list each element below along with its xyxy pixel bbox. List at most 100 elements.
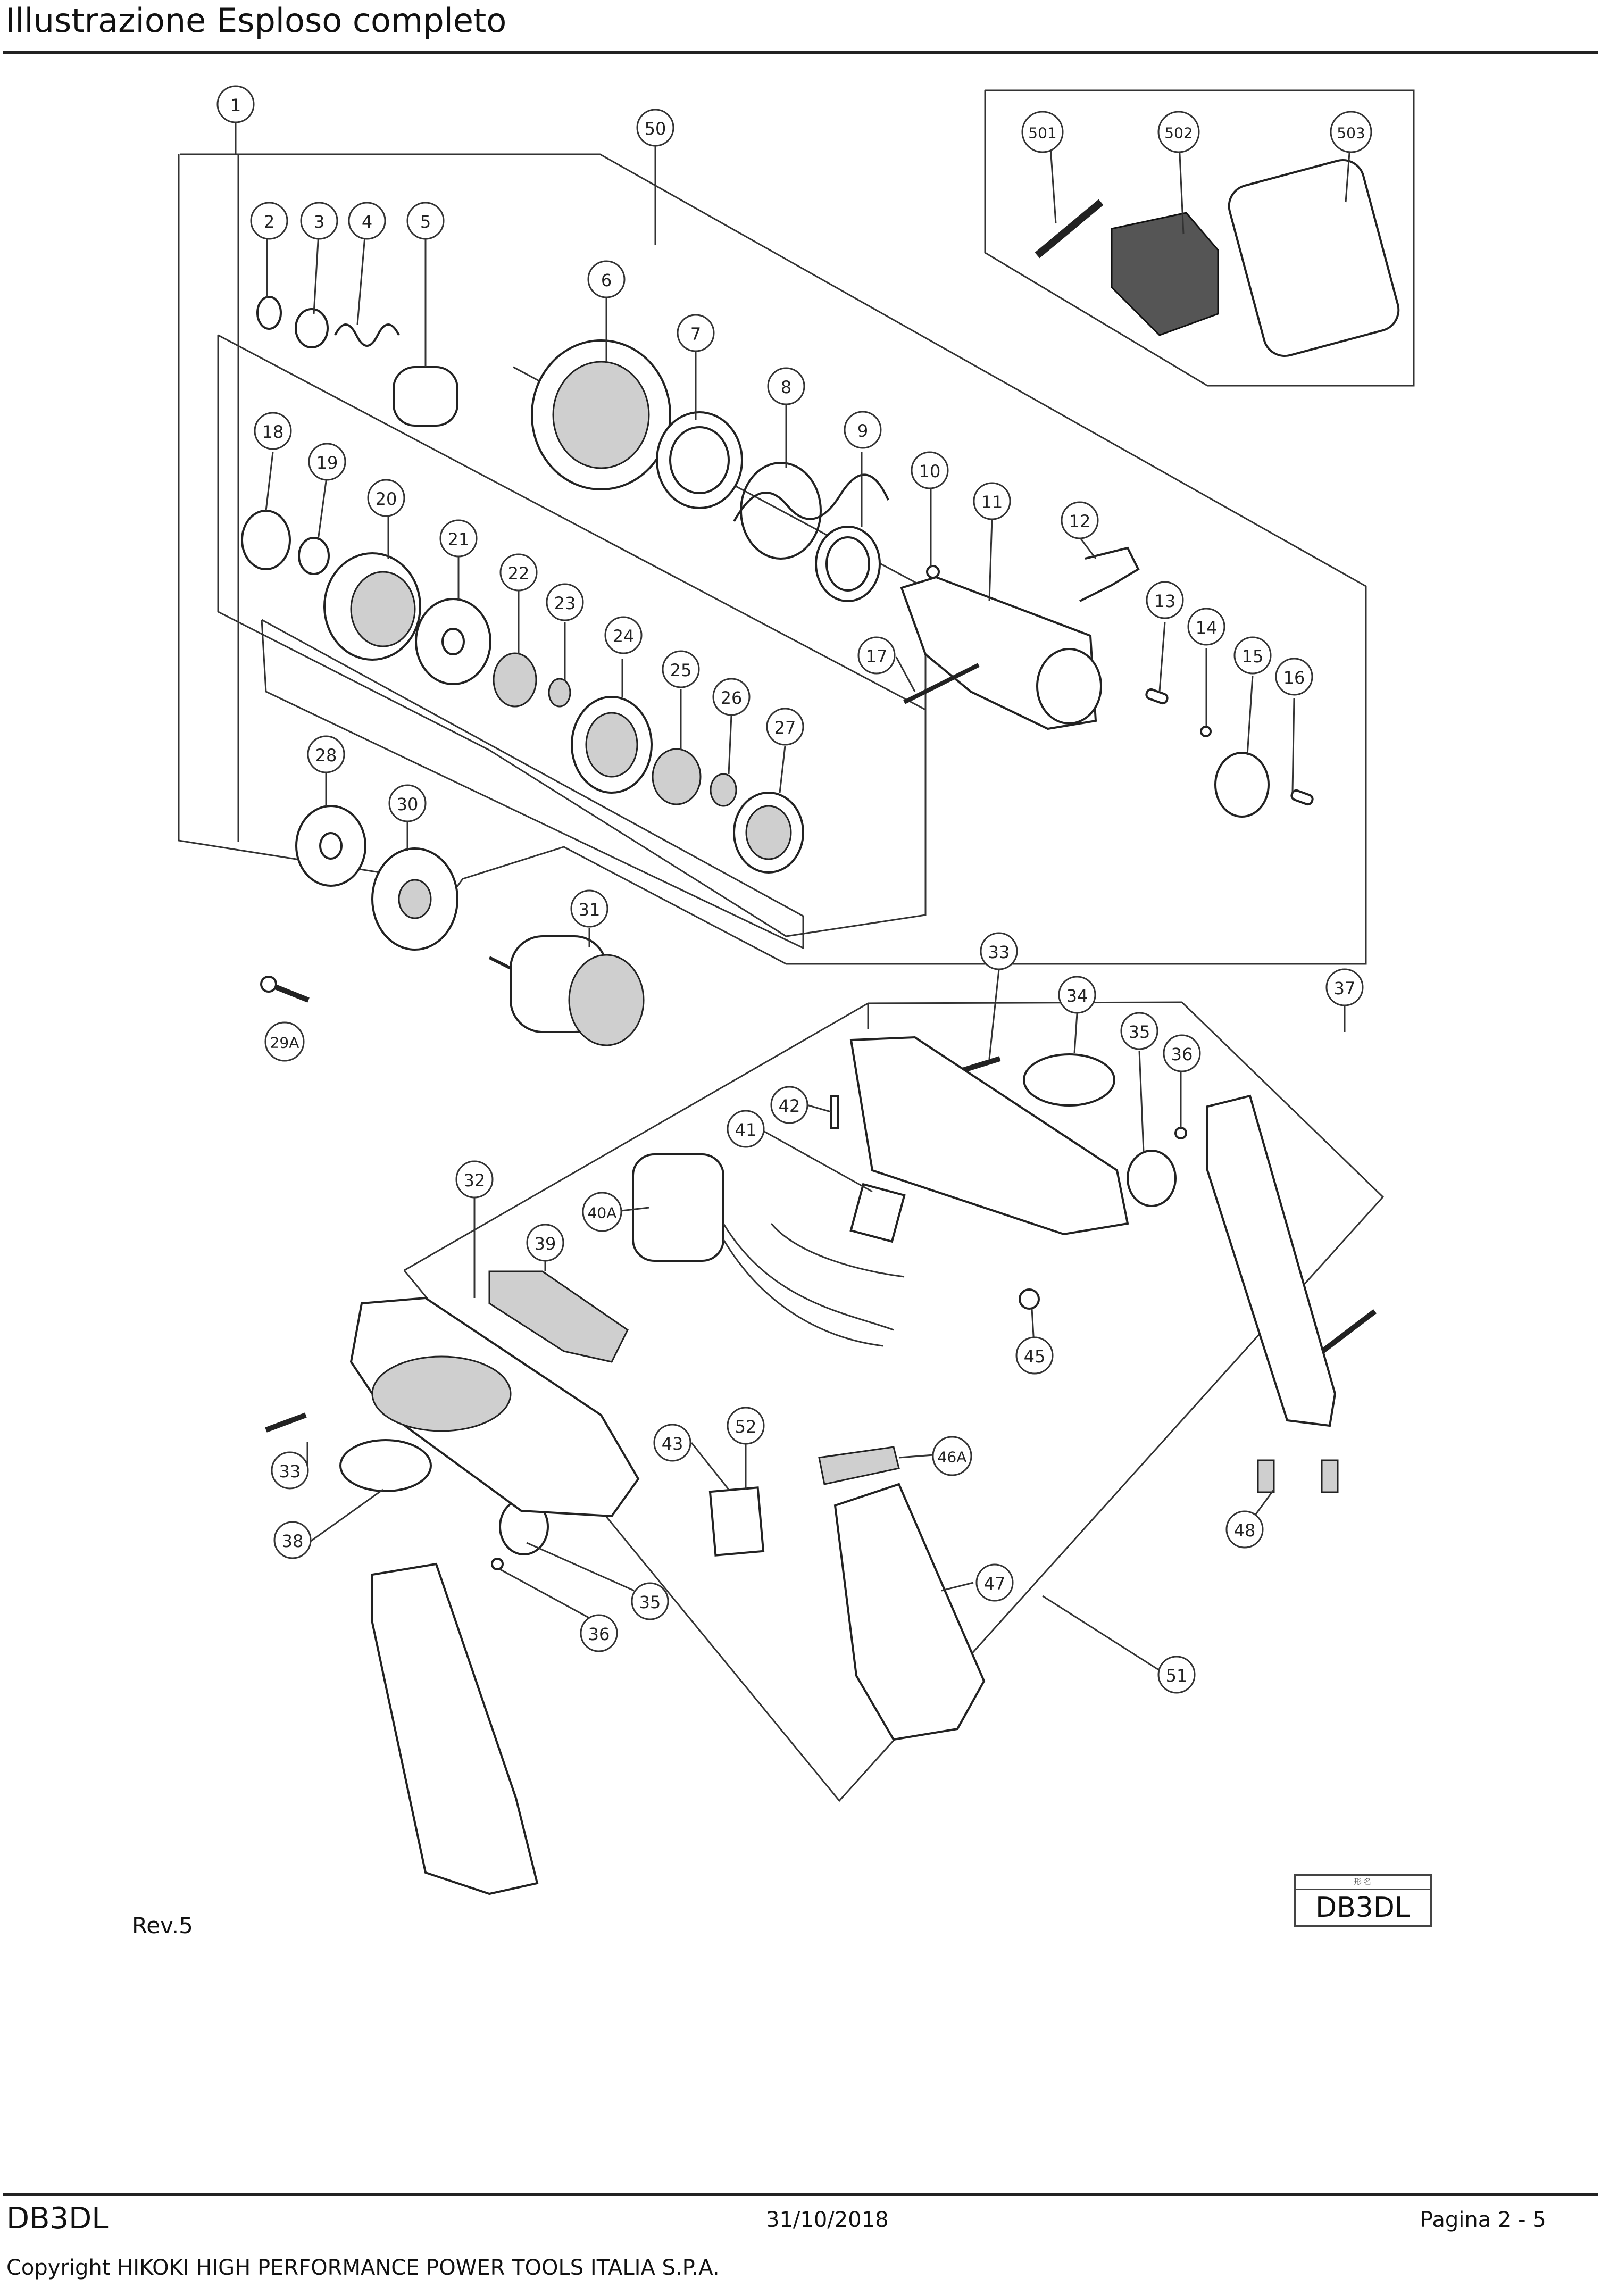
callout-3[interactable]: 3 [300,202,338,240]
svg-text:39: 39 [535,1234,556,1254]
svg-text:10: 10 [919,461,941,481]
svg-text:9: 9 [857,421,868,441]
callout-42[interactable]: 42 [770,1086,808,1124]
callout-19[interactable]: 19 [308,443,346,481]
svg-text:8: 8 [781,377,791,397]
callout-27[interactable]: 27 [766,708,804,746]
svg-text:43: 43 [662,1434,683,1454]
callout-32[interactable]: 32 [455,1160,494,1199]
callout-1[interactable]: 1 [216,85,255,123]
callout-6[interactable]: 6 [587,260,626,298]
svg-text:41: 41 [735,1120,757,1140]
callout-36-upper[interactable]: 36 [1163,1034,1201,1072]
svg-text:35: 35 [1129,1022,1150,1042]
svg-text:47: 47 [984,1574,1006,1594]
svg-text:1: 1 [230,95,241,115]
callout-7[interactable]: 7 [677,314,715,352]
callout-9[interactable]: 9 [844,411,882,449]
svg-text:35: 35 [639,1592,661,1612]
svg-text:501: 501 [1028,124,1056,142]
callout-503[interactable]: 503 [1330,111,1372,153]
leader-lines [235,122,1352,1671]
svg-text:19: 19 [316,453,338,473]
callout-28[interactable]: 28 [307,735,345,773]
callout-15[interactable]: 15 [1233,636,1272,675]
callout-26[interactable]: 26 [712,678,751,716]
callout-45[interactable]: 45 [1015,1336,1054,1375]
callout-39[interactable]: 39 [526,1224,564,1262]
callout-23[interactable]: 23 [546,583,584,621]
svg-text:18: 18 [262,422,284,442]
callout-38[interactable]: 38 [273,1521,312,1559]
svg-text:51: 51 [1166,1666,1188,1686]
callout-29A[interactable]: 29A [264,1021,305,1062]
callout-31[interactable]: 31 [570,889,608,928]
callout-8[interactable]: 8 [767,367,805,405]
svg-text:4: 4 [362,212,372,232]
svg-text:31: 31 [579,900,601,920]
callout-2[interactable]: 2 [250,202,288,240]
callout-47[interactable]: 47 [975,1563,1014,1602]
callout-12[interactable]: 12 [1061,501,1099,539]
callout-43[interactable]: 43 [653,1424,691,1462]
svg-text:33: 33 [279,1461,301,1482]
callout-33-upper[interactable]: 33 [980,932,1018,970]
svg-text:30: 30 [397,794,419,814]
callout-34[interactable]: 34 [1058,976,1096,1014]
callout-5[interactable]: 5 [406,202,445,240]
svg-text:12: 12 [1069,511,1091,531]
model-box: 形 名 DB3DL [1294,1874,1432,1927]
callout-52[interactable]: 52 [727,1407,765,1445]
callout-20[interactable]: 20 [367,479,405,517]
svg-text:23: 23 [554,593,576,613]
callout-51[interactable]: 51 [1157,1656,1196,1694]
footer-copyright: Copyright HIKOKI HIGH PERFORMANCE POWER … [6,2256,720,2280]
callout-37[interactable]: 37 [1325,968,1364,1006]
svg-text:503: 503 [1337,124,1365,142]
callout-35-lower[interactable]: 35 [631,1582,669,1620]
svg-text:22: 22 [508,563,530,584]
callout-30[interactable]: 30 [388,784,427,822]
callout-10[interactable]: 10 [911,451,949,489]
footer-model: DB3DL [6,2201,109,2236]
callout-22[interactable]: 22 [499,553,538,592]
callout-50[interactable]: 50 [636,109,674,147]
model-box-header: 形 名 [1296,1876,1430,1890]
callout-46A[interactable]: 46A [932,1436,972,1476]
callout-36-lower[interactable]: 36 [580,1614,618,1652]
callout-25[interactable]: 25 [662,650,700,688]
callout-48[interactable]: 48 [1225,1510,1264,1549]
svg-text:36: 36 [1171,1044,1193,1064]
callout-13[interactable]: 13 [1146,581,1184,619]
callout-14[interactable]: 14 [1187,608,1225,646]
callout-502[interactable]: 502 [1157,111,1200,153]
callout-17[interactable]: 17 [857,636,896,675]
part-illustrations [241,159,1400,1895]
callout-40A[interactable]: 40A [582,1192,622,1232]
callout-33-lower[interactable]: 33 [271,1451,309,1490]
callout-16[interactable]: 16 [1275,658,1313,696]
svg-text:26: 26 [721,688,743,708]
svg-text:36: 36 [588,1624,610,1644]
callout-41[interactable]: 41 [727,1110,765,1148]
callout-11[interactable]: 11 [973,482,1011,520]
svg-text:14: 14 [1196,618,1218,638]
svg-text:16: 16 [1283,668,1305,688]
page-title: Illustrazione Esploso completo [5,1,507,40]
svg-text:15: 15 [1242,646,1264,667]
svg-text:40A: 40A [588,1204,617,1222]
svg-text:7: 7 [690,324,701,344]
callout-18[interactable]: 18 [254,412,292,450]
svg-text:24: 24 [613,626,635,646]
callout-35-upper[interactable]: 35 [1120,1012,1158,1050]
callout-24[interactable]: 24 [604,616,643,654]
svg-text:502: 502 [1164,124,1193,142]
page-header: Illustrazione Esploso completo [3,0,1598,54]
svg-text:27: 27 [774,718,796,738]
callout-501[interactable]: 501 [1021,111,1064,153]
svg-text:45: 45 [1024,1346,1046,1367]
callout-21[interactable]: 21 [439,519,478,558]
callout-bubbles: 1 2 3 4 5 6 7 8 9 10 11 12 13 14 15 16 1… [216,85,1372,1694]
callout-4[interactable]: 4 [348,202,386,240]
svg-text:20: 20 [376,489,397,509]
